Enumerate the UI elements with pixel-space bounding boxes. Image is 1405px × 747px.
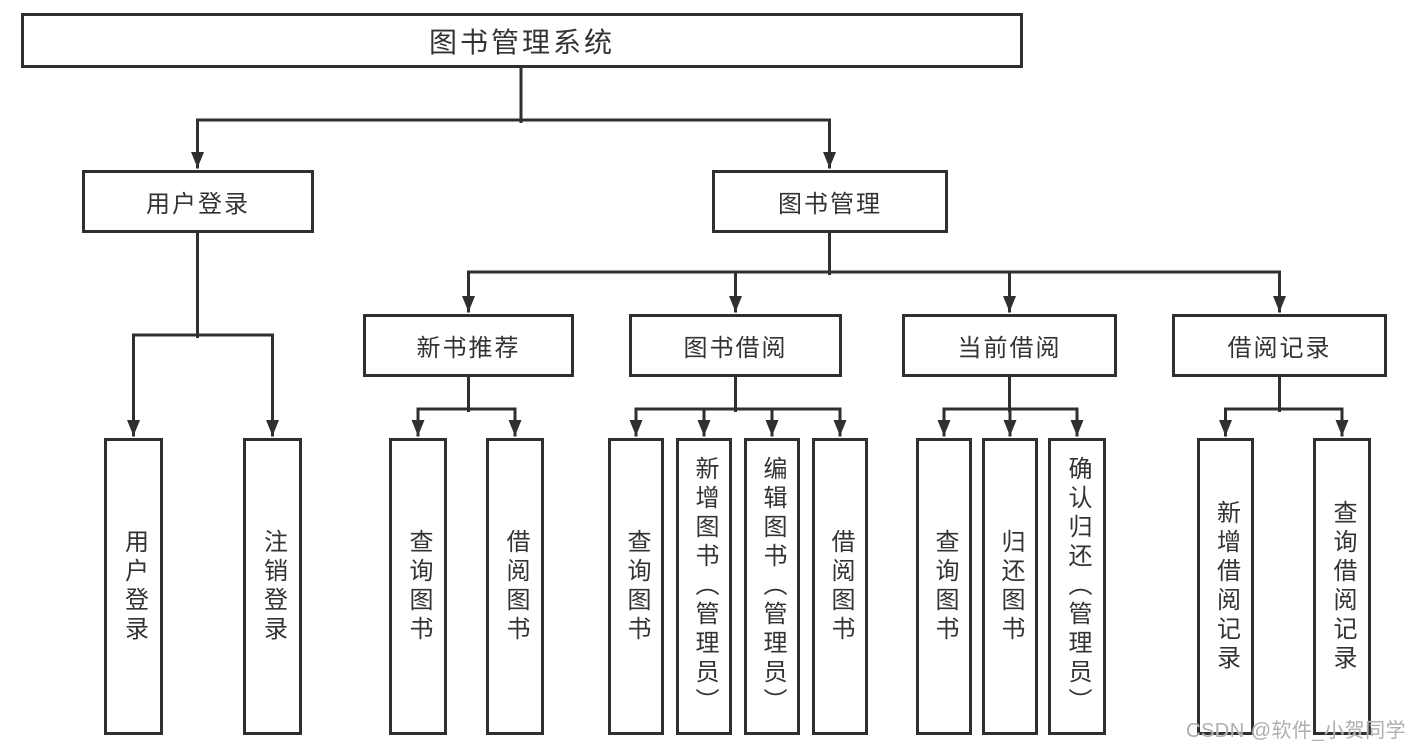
node-borrow-record: 借阅记录: [1172, 314, 1387, 377]
node-root-system: 图书管理系统: [21, 13, 1023, 68]
edge-current-borrow-to-leaves: [937, 375, 1084, 437]
node-user-login: 用户登录: [82, 170, 314, 233]
csdn-watermark: CSDN @软件_小贺同学: [1186, 720, 1405, 742]
node-book-management: 图书管理: [712, 170, 948, 233]
node-new-book-recommend: 新书推荐: [363, 314, 574, 377]
node-leaf-borrow-books-recommend: 借阅图书: [486, 438, 544, 735]
node-current-borrow: 当前借阅: [902, 314, 1117, 377]
edge-new-book-to-leaves: [411, 375, 522, 437]
edge-book-management-to-groups: [462, 231, 1286, 313]
node-book-borrow: 图书借阅: [629, 314, 842, 377]
edge-root-to-branches: [191, 66, 836, 169]
node-leaf-add-book-admin: 新增图书（管理员）: [676, 438, 732, 735]
node-leaf-user-login: 用户登录: [104, 438, 163, 735]
node-leaf-query-books-current: 查询图书: [916, 438, 972, 735]
edge-borrow-record-to-leaves: [1219, 375, 1349, 437]
node-leaf-query-books-recommend: 查询图书: [389, 438, 447, 735]
node-leaf-edit-book-admin: 编辑图书（管理员）: [744, 438, 800, 735]
node-leaf-confirm-return-admin: 确认归还（管理员）: [1048, 438, 1106, 735]
node-leaf-query-books-borrow: 查询图书: [608, 438, 664, 735]
node-leaf-logout: 注销登录: [243, 438, 302, 735]
edge-user-login-to-leaves: [127, 231, 279, 437]
node-leaf-add-borrow-record: 新增借阅记录: [1197, 438, 1254, 735]
node-leaf-return-book: 归还图书: [982, 438, 1038, 735]
edge-book-borrow-to-leaves: [629, 375, 847, 437]
node-leaf-borrow-books: 借阅图书: [812, 438, 868, 735]
node-leaf-query-borrow-record: 查询借阅记录: [1313, 438, 1371, 735]
